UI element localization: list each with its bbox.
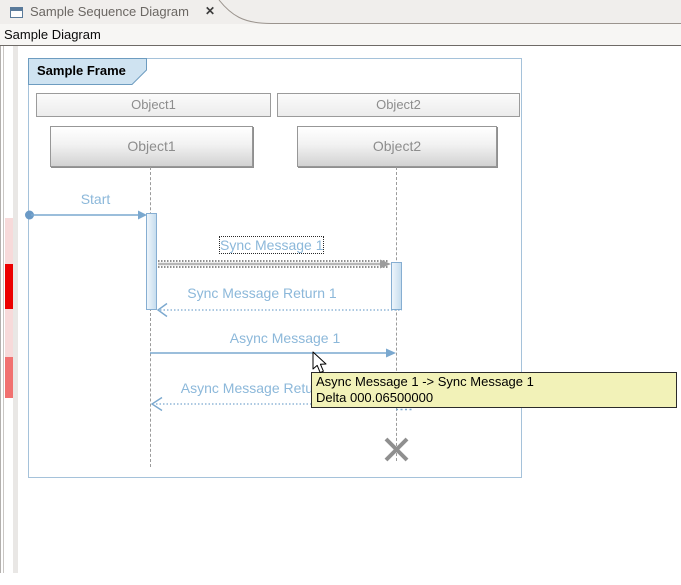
ruler-marker[interactable] (5, 218, 13, 264)
lifeline-object2[interactable] (396, 167, 397, 461)
ruler-marker[interactable] (5, 357, 13, 398)
tooltip-line-2: Delta 000.06500000 (316, 390, 434, 405)
lifeline-head-object1[interactable]: Object1 (50, 126, 253, 167)
annotation-ruler[interactable] (5, 0, 13, 585)
view-tab-bar: Sample Sequence Diagram ✕ (0, 0, 681, 24)
tab-outline (218, 0, 681, 24)
activation-bar-object1[interactable] (146, 213, 157, 310)
message-label-sync-1-selected[interactable]: Sync Message 1 (219, 236, 324, 254)
message-label-async-return-1[interactable]: Async Message Return 1 (180, 380, 338, 396)
message-label-sync-return-1[interactable]: Sync Message Return 1 (187, 285, 337, 301)
ruler-left-line (3, 46, 4, 573)
window-left-edge (0, 46, 1, 573)
ruler-marker[interactable] (5, 264, 13, 309)
tooltip-line-1: Async Message 1 -> Sync Message 1 (316, 374, 534, 389)
delta-tooltip: Async Message 1 -> Sync Message 1 Delta … (311, 372, 677, 408)
lifeline-object1[interactable] (150, 167, 151, 467)
sequence-frame[interactable] (28, 58, 522, 478)
ruler-right-band (13, 46, 18, 573)
activation-bar-object2[interactable] (391, 262, 402, 310)
lifeline-header-object2[interactable]: Object2 (277, 93, 520, 117)
ruler-marker[interactable] (5, 309, 13, 357)
tab-title: Sample Sequence Diagram (30, 4, 189, 19)
tab-close-icon[interactable]: ✕ (205, 4, 216, 18)
frame-label-shape[interactable] (28, 58, 150, 86)
frame-label[interactable]: Sample Frame (37, 63, 126, 78)
sequence-diagram-view-icon (10, 7, 23, 18)
lifeline-head-object2[interactable]: Object2 (297, 126, 497, 167)
diagram-title: Sample Diagram (4, 27, 101, 42)
message-label-async-1[interactable]: Async Message 1 (229, 330, 341, 346)
lifeline-header-object1[interactable]: Object1 (36, 93, 271, 117)
message-label-start[interactable]: Start (80, 191, 111, 207)
diagram-header-row: Sample Diagram (0, 24, 681, 46)
